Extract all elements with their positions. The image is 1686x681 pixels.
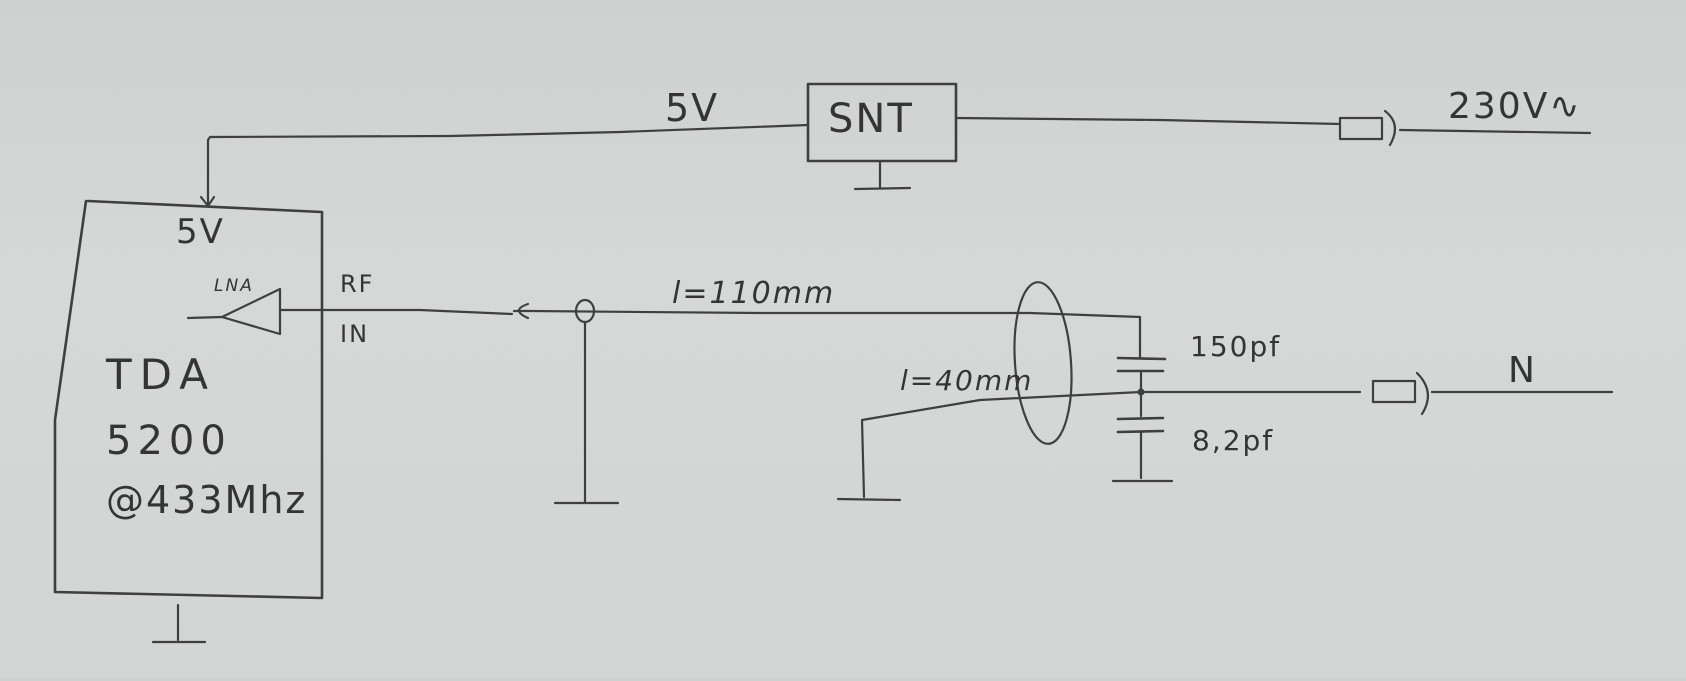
neutral-plug-socket xyxy=(1415,371,1429,416)
supply-voltage-label: 5V xyxy=(665,86,720,130)
neutral-label: N xyxy=(1508,350,1537,391)
loop-wire xyxy=(860,390,1362,499)
cap1-plate-top xyxy=(1116,356,1167,361)
cap-150pf-label: 150pf xyxy=(1190,330,1282,363)
snt-label: SNT xyxy=(828,96,914,142)
cap-junction-dot xyxy=(1137,388,1145,396)
chip-frequency-label: @433Mhz xyxy=(106,478,308,522)
rf-wire xyxy=(320,308,514,316)
neutral-plug xyxy=(1371,379,1417,404)
loop-length-label: l=40mm xyxy=(900,364,1034,397)
mains-plug xyxy=(1338,116,1384,141)
chip-box xyxy=(53,199,324,600)
mains-plug-socket xyxy=(1383,109,1397,147)
lna-triangle xyxy=(220,287,282,336)
loop-ground xyxy=(836,497,902,502)
coax-wire xyxy=(528,309,1142,319)
lna-label: LNA xyxy=(214,276,254,296)
loop-ellipse xyxy=(1013,281,1073,445)
cap-8-2pf-label: 8,2pf xyxy=(1192,424,1275,457)
snt-box xyxy=(806,82,958,163)
mains-line xyxy=(1398,128,1592,135)
chip-supply-label: 5V xyxy=(176,212,225,252)
cap2-plate-top xyxy=(1116,416,1165,421)
rf-in-label-bottom: IN xyxy=(340,320,370,348)
chip-number-label: 5200 xyxy=(106,418,232,464)
coax-length-label: l=110mm xyxy=(672,276,836,311)
mains-voltage-label: 230V∿ xyxy=(1448,86,1582,127)
mains-wire xyxy=(954,116,1342,126)
snt-ground-bar xyxy=(853,186,912,191)
rf-in-label-top: RF xyxy=(340,270,375,298)
supply-wire xyxy=(206,123,810,207)
lna-output xyxy=(186,315,224,320)
chip-name-label: TDA xyxy=(106,350,216,399)
